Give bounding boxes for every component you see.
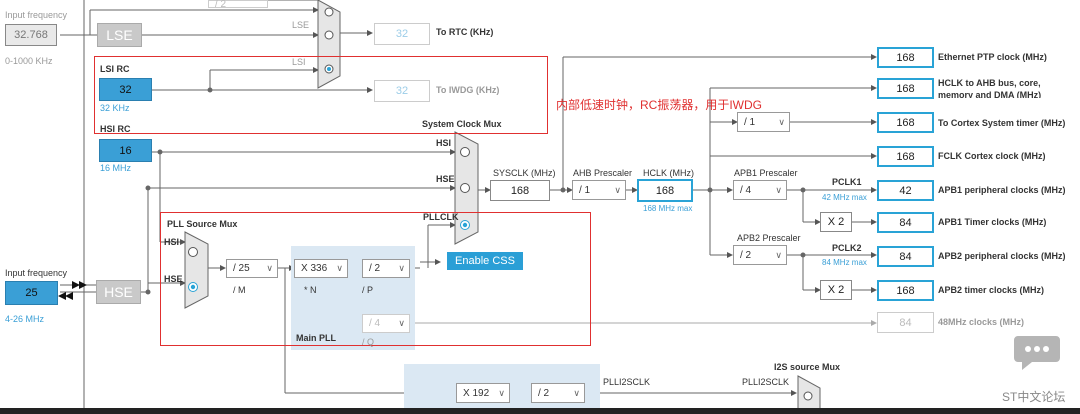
clock-48mhz-value[interactable]: 84	[877, 312, 934, 333]
apb1-timer-clock-label: APB1 Timer clocks (MHz)	[938, 217, 1047, 227]
apb2-timer-clock-value[interactable]: 168	[877, 280, 934, 301]
apb1-prescaler-select[interactable]: / 4∨	[733, 180, 787, 200]
pll-p-label: / P	[362, 285, 374, 295]
clock-48mhz-label: 48MHz clocks (MHz)	[938, 317, 1025, 327]
system-clock-mux-title: System Clock Mux	[422, 119, 502, 129]
chevron-down-icon: ∨	[778, 116, 785, 127]
watermark-text: ST中文论坛	[1002, 390, 1066, 404]
ahb-prescaler-select[interactable]: / 1∨	[572, 180, 626, 200]
apb2-timer-multiplier: X 2	[820, 280, 852, 300]
pclk2-max-label: 84 MHz max	[822, 258, 867, 267]
hse-range-label: 4-26 MHz	[5, 314, 45, 324]
hse-source-block[interactable]: HSE	[96, 280, 141, 304]
apb1-prescaler-label: APB1 Prescaler	[734, 168, 798, 178]
i2s-source-mux-title: I2S source Mux	[774, 362, 841, 372]
rtc-clock-mux	[317, 0, 341, 89]
hse-input-frequency-label: Input frequency	[5, 268, 68, 278]
mux-hsi-label: HSI	[436, 138, 452, 148]
hsi-rc-unit: 16 MHz	[100, 163, 132, 173]
lse-source-block[interactable]: LSE	[97, 23, 142, 47]
apb1-timer-clock-value[interactable]: 84	[877, 212, 934, 233]
lse-input-frequency-label: Input frequency	[5, 10, 68, 20]
hsi-rc-value[interactable]: 16	[99, 139, 152, 162]
plli2s-r-select[interactable]: / 2∨	[531, 383, 585, 403]
enable-css-button[interactable]: Enable CSS	[447, 252, 523, 270]
cortex-timer-divider-select[interactable]: / 1∨	[737, 112, 790, 132]
plli2sclk-label: PLLI2SCLK	[603, 377, 651, 387]
chevron-down-icon: ∨	[336, 263, 343, 273]
chevron-down-icon: ∨	[398, 318, 405, 328]
rtc-top-divider-select[interactable]: / 2	[208, 0, 268, 10]
mux-pllclk-label: PLLCLK	[423, 212, 459, 222]
chevron-down-icon: ∨	[398, 263, 405, 273]
iwdg-clock-value[interactable]: 32	[374, 80, 430, 102]
pll-m-label: / M	[233, 285, 246, 295]
lsi-annotation: 内部低速时钟，RC振荡器，用于IWDG	[556, 98, 762, 112]
plli2sclk-mux-label: PLLI2SCLK	[742, 377, 790, 387]
hclk-ahb-label: HCLK to AHB bus, core,	[938, 78, 1041, 88]
rtc-clock-label: To RTC (KHz)	[436, 27, 494, 37]
iwdg-clock-label: To IWDG (KHz)	[436, 85, 500, 95]
chevron-down-icon: ∨	[498, 387, 505, 398]
apb2-peripheral-clock-value[interactable]: 84	[877, 246, 934, 267]
sysclk-label: SYSCLK (MHz)	[493, 168, 556, 178]
hclk-value[interactable]: 168	[637, 179, 693, 202]
apb1-timer-multiplier: X 2	[820, 212, 852, 232]
apb1-peripheral-clock-label: APB1 peripheral clocks (MHz)	[938, 185, 1066, 195]
bottom-bar	[0, 408, 1080, 414]
pll-mux-hse-label: HSE	[164, 274, 183, 284]
lsi-rc-unit: 32 KHz	[100, 103, 130, 113]
chevron-down-icon: ∨	[614, 184, 621, 195]
fclk-cortex-label: FCLK Cortex clock (MHz)	[938, 151, 1046, 161]
rtc-clock-value[interactable]: 32	[374, 23, 430, 45]
pll-q-label: / Q	[362, 337, 375, 347]
hsi-rc-label: HSI RC	[100, 124, 131, 134]
hclk-max-label: 168 MHz max	[643, 204, 693, 213]
ethernet-ptp-clock-label: Ethernet PTP clock (MHz)	[938, 52, 1047, 62]
apb2-timer-clock-label: APB2 timer clocks (MHz)	[938, 285, 1045, 295]
chevron-down-icon: ∨	[266, 263, 273, 273]
chevron-down-icon: ∨	[775, 249, 782, 260]
pll-n-multiplier-select[interactable]: X 336∨	[294, 259, 348, 278]
lsi-rc-label: LSI RC	[100, 64, 130, 74]
chevron-down-icon: ∨	[775, 184, 782, 195]
apb1-peripheral-clock-value[interactable]: 42	[877, 180, 934, 201]
pll-source-mux-title: PLL Source Mux	[167, 219, 238, 229]
pll-n-label: * N	[304, 285, 317, 295]
mux-hse-label: HSE	[436, 174, 455, 184]
watermark: ST中文论坛	[1002, 332, 1072, 412]
mux-lsi-label: LSI	[292, 57, 306, 67]
pclk1-label: PCLK1	[832, 177, 862, 187]
ethernet-ptp-clock-value[interactable]: 168	[877, 47, 934, 68]
pll-mux-hsi-label: HSI	[164, 237, 180, 247]
fclk-cortex-value[interactable]: 168	[877, 146, 934, 167]
pll-p-divider-select[interactable]: / 2∨	[362, 259, 410, 278]
apb2-prescaler-select[interactable]: / 2∨	[733, 245, 787, 265]
lse-input-frequency-field[interactable]: 32.768	[5, 24, 57, 46]
chat-bubble-icon	[1014, 336, 1060, 370]
hclk-ahb-value[interactable]: 168	[877, 78, 934, 99]
lsi-highlight-box	[94, 56, 548, 134]
pclk2-label: PCLK2	[832, 243, 862, 253]
pll-m-divider-select[interactable]: / 25∨	[226, 259, 278, 278]
lsi-rc-value[interactable]: 32	[99, 78, 152, 101]
apb2-peripheral-clock-label: APB2 peripheral clocks (MHz)	[938, 251, 1066, 261]
pll-q-divider-select[interactable]: / 4∨	[362, 314, 410, 333]
lse-range-label: 0-1000 KHz	[5, 56, 53, 66]
cortex-system-timer-label: To Cortex System timer (MHz)	[938, 118, 1066, 128]
pclk1-max-label: 42 MHz max	[822, 193, 867, 202]
hse-input-frequency-field[interactable]: 25	[5, 281, 58, 305]
ahb-prescaler-label: AHB Prescaler	[573, 168, 633, 178]
sysclk-value[interactable]: 168	[490, 180, 550, 201]
apb2-prescaler-label: APB2 Prescaler	[737, 233, 801, 243]
chevron-down-icon: ∨	[573, 387, 580, 398]
cortex-system-timer-value[interactable]: 168	[877, 112, 934, 133]
plli2s-n-select[interactable]: X 192∨	[456, 383, 510, 403]
mux-lse-label: LSE	[292, 20, 310, 30]
main-pll-title: Main PLL	[296, 333, 336, 343]
pll-highlight-box	[160, 212, 591, 346]
hclk-ahb-label-line2: memory and DMA (MHz)	[938, 90, 1042, 98]
hclk-label: HCLK (MHz)	[643, 168, 694, 178]
